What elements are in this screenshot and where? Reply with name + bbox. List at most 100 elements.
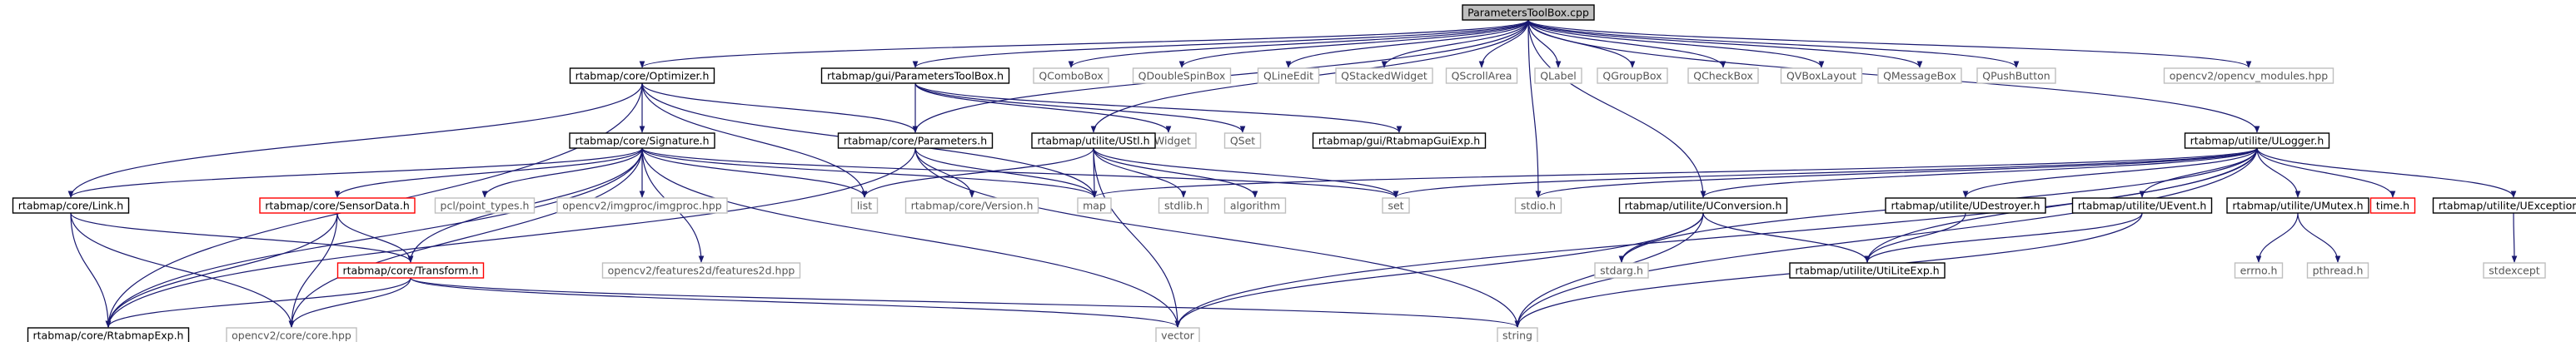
edge-transform-vector <box>410 277 1181 328</box>
node-box <box>1382 197 1410 214</box>
node-ulogger[interactable]: rtabmap/utilite/ULogger.h <box>2184 132 2330 149</box>
node-ustl[interactable]: rtabmap/utilite/UStl.h <box>1031 132 1156 149</box>
edge-root-stdio <box>1527 19 1542 198</box>
node-qlineedit[interactable]: QLineEdit <box>1257 67 1320 84</box>
node-link[interactable]: rtabmap/core/Link.h <box>12 197 130 214</box>
edge-signature-map <box>641 147 1098 198</box>
node-set[interactable]: set <box>1382 197 1410 214</box>
edge-signature-pcltypes <box>481 147 643 198</box>
node-uevent[interactable]: rtabmap/utilite/UEvent.h <box>2071 197 2213 214</box>
node-label: opencv2/features2d/features2d.hpp <box>608 265 795 277</box>
node-imgproc[interactable]: opencv2/imgproc/imgproc.hpp <box>556 197 728 214</box>
edges-layer <box>67 19 2518 328</box>
edge-root-qdoublespinbox <box>1178 19 1529 68</box>
node-ptoolbox[interactable]: rtabmap/gui/ParametersToolBox.h <box>820 67 1010 84</box>
node-qdoublespinbox[interactable]: QDoubleSpinBox <box>1132 67 1232 84</box>
edge-link-rtabmapexp <box>70 212 112 328</box>
node-box <box>2234 262 2284 279</box>
edge-ulogger-map <box>1092 147 2258 198</box>
node-qscrollarea[interactable]: QScrollArea <box>1445 67 1518 84</box>
node-stdio[interactable]: stdio.h <box>1514 197 1562 214</box>
node-errno[interactable]: errno.h <box>2234 262 2284 279</box>
node-box <box>1223 132 1262 149</box>
edge-signature-vector <box>641 147 1181 328</box>
node-label: stdexcept <box>2489 265 2539 277</box>
node-uconversion[interactable]: rtabmap/utilite/UConversion.h <box>1618 197 1788 214</box>
node-qstackedwidget[interactable]: QStackedWidget <box>1335 67 1433 84</box>
node-label: rtabmap/utilite/ULogger.h <box>2190 135 2324 147</box>
node-utilexp[interactable]: rtabmap/utilite/UtiLiteExp.h <box>1789 262 1946 279</box>
node-qlabel[interactable]: QLabel <box>1534 67 1582 84</box>
node-box <box>1885 197 2046 214</box>
node-root[interactable]: ParametersToolBox.cpp <box>1462 4 1595 21</box>
node-qgroupbox[interactable]: QGroupBox <box>1597 67 1668 84</box>
node-box <box>1445 67 1518 84</box>
node-box <box>226 327 357 342</box>
node-timeh[interactable]: time.h <box>2369 197 2416 214</box>
node-label: rtabmap/utilite/UtiLiteExp.h <box>1795 265 1939 277</box>
node-box <box>1031 132 1156 149</box>
node-box <box>1257 67 1320 84</box>
edge-signature-sensordata <box>334 147 643 198</box>
node-box <box>12 197 130 214</box>
edge-signature-link <box>67 147 643 198</box>
node-box <box>569 67 715 84</box>
edge-ustl-stdlib <box>1093 147 1187 198</box>
node-box <box>1780 67 1863 84</box>
node-pcltypes[interactable]: pcl/point_types.h <box>434 197 536 214</box>
node-box <box>1877 67 1962 84</box>
edge-transform-string <box>410 277 1521 328</box>
node-features2d[interactable]: opencv2/features2d/features2d.hpp <box>601 262 801 279</box>
edge-parameters-rtabmapexp <box>105 147 916 328</box>
node-parameters[interactable]: rtabmap/core/Parameters.h <box>837 132 994 149</box>
node-signature[interactable]: rtabmap/core/Signature.h <box>569 132 715 149</box>
edge-root-qmessagebox <box>1527 19 1923 68</box>
node-stdexcept[interactable]: stdexcept <box>2483 262 2546 279</box>
node-opencvmodules[interactable]: opencv2/opencv_modules.hpp <box>2163 67 2334 84</box>
edge-ptoolbox-qwidget <box>914 82 1172 133</box>
node-label: QLineEdit <box>1263 70 1313 82</box>
node-qmessagebox[interactable]: QMessageBox <box>1877 67 1962 84</box>
node-label: QVBoxLayout <box>1786 70 1856 82</box>
node-qcombobox[interactable]: QComboBox <box>1033 67 1109 84</box>
node-stdlib[interactable]: stdlib.h <box>1158 197 1209 214</box>
node-qset[interactable]: QSet <box>1223 132 1262 149</box>
node-stdargh[interactable]: stdarg.h <box>1594 262 1649 279</box>
node-corehpp[interactable]: opencv2/core/core.hpp <box>226 327 357 342</box>
node-label: rtabmap/utilite/UEvent.h <box>2078 200 2207 212</box>
edge-parameters-string <box>914 147 1521 328</box>
edge-ulogger-uexception <box>2256 147 2517 198</box>
node-guiexp[interactable]: rtabmap/gui/RtabmapGuiExp.h <box>1312 132 1487 149</box>
node-string[interactable]: string <box>1497 327 1538 342</box>
edge-ulogger-udestroyer <box>1962 147 2258 198</box>
node-box <box>1594 262 1649 279</box>
node-sensordata[interactable]: rtabmap/core/SensorData.h <box>259 197 416 214</box>
edge-ulogger-string <box>1514 147 2258 328</box>
edge-umutex-errno <box>2255 212 2299 263</box>
node-udestroyer[interactable]: rtabmap/utilite/UDestroyer.h <box>1885 197 2046 214</box>
node-label: time.h <box>2376 200 2409 212</box>
node-umutex[interactable]: rtabmap/utilite/UMutex.h <box>2226 197 2369 214</box>
edge-signature-corehpp <box>288 147 643 328</box>
node-box <box>2306 262 2369 279</box>
node-label: stdarg.h <box>1600 265 1643 277</box>
node-list[interactable]: list <box>850 197 879 214</box>
node-algorithm[interactable]: algorithm <box>1223 197 1287 214</box>
node-map[interactable]: map <box>1077 197 1112 214</box>
node-label: QWidget <box>1146 135 1191 147</box>
node-rtabmapexp[interactable]: rtabmap/core/RtabmapExp.h <box>27 327 190 342</box>
node-qpushbutton[interactable]: QPushButton <box>1976 67 2056 84</box>
node-vector[interactable]: vector <box>1155 327 1200 342</box>
edge-root-qscrollarea <box>1478 19 1529 68</box>
node-qvboxlayout[interactable]: QVBoxLayout <box>1780 67 1863 84</box>
node-pthread[interactable]: pthread.h <box>2306 262 2369 279</box>
node-uexception[interactable]: rtabmap/utilite/UException.h <box>2432 197 2576 214</box>
node-box <box>1033 67 1109 84</box>
node-transform[interactable]: rtabmap/core/Transform.h <box>336 262 485 279</box>
node-qcheckbox[interactable]: QCheckBox <box>1687 67 1759 84</box>
edge-sensordata-rtabmapexp <box>105 212 338 328</box>
node-box <box>336 262 485 279</box>
node-box <box>259 197 416 214</box>
node-version[interactable]: rtabmap/core/Version.h <box>904 197 1039 214</box>
node-optimizer[interactable]: rtabmap/core/Optimizer.h <box>569 67 715 84</box>
